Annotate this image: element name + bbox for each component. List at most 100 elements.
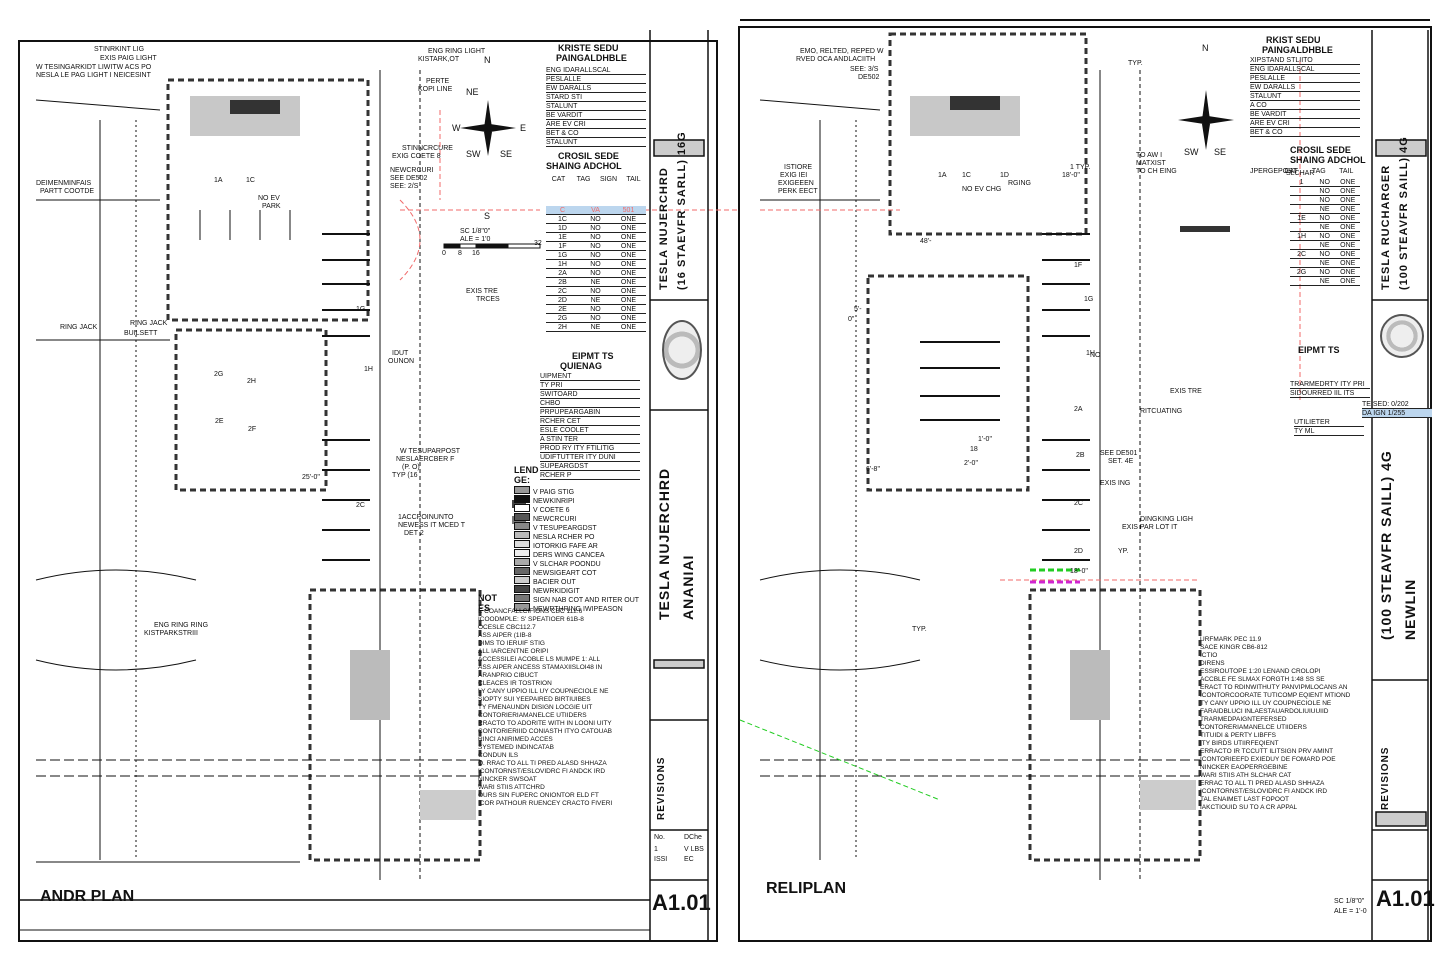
- legend-swatch: [514, 549, 530, 557]
- legend-swatch: [514, 603, 530, 611]
- legend-row: V TESUPEARGDST: [514, 522, 644, 532]
- legend-swatch: [514, 486, 530, 494]
- note-line: ERRAC TO ALL TI PRED ALASD SHHAZA: [1200, 780, 1325, 787]
- address-line-1: TESLA NUJERCHRD: [656, 467, 672, 620]
- schedule-cell: NO: [1319, 197, 1330, 204]
- schedule-row: SIDOURRED IIL ITS: [1290, 389, 1370, 398]
- left-plan-label: 2E: [215, 418, 224, 425]
- engineer-seal-right: [1380, 314, 1424, 358]
- schedule-row: RCHER CET: [540, 417, 640, 426]
- note-line: CONDUN ILS: [478, 752, 519, 759]
- schedule-col-header: CAT: [551, 176, 566, 183]
- legend-label: NEWSIGEART COT: [533, 570, 597, 577]
- note-line: DIRENS: [1200, 660, 1225, 667]
- left-plan-label: ENG RING LIGHT: [428, 48, 486, 55]
- schedule-cell: ONE: [1340, 242, 1356, 249]
- legend-row: BACIER OUT: [514, 576, 644, 586]
- right-plan-label: 2D: [1074, 548, 1083, 555]
- right-plan-label: 1H: [1086, 350, 1095, 357]
- schedule-row: TY ML: [1294, 427, 1364, 436]
- schedule-cell: ONE: [1340, 233, 1356, 240]
- schedule-cell: ONE: [620, 225, 637, 232]
- schedule-row: XIPSTAND STLIITO: [1250, 56, 1360, 65]
- note-line: ICTIO: [1200, 652, 1218, 659]
- schedule-row: EW DARALLS: [1250, 83, 1360, 92]
- legend-swatch: [514, 504, 530, 512]
- left-plan-label: SC 1/8"0": [460, 228, 491, 235]
- schedule-cell: ONE: [620, 270, 637, 277]
- schedule-row: PESLALLE: [1250, 74, 1360, 83]
- legend-label: NESLA RCHER PO: [533, 534, 595, 541]
- left-plan-label: NEWESS IT MCED T: [398, 522, 466, 529]
- schedule-cell: 1H: [1297, 233, 1307, 240]
- schedule-row: ENG IDARALLSCAL: [546, 66, 646, 75]
- north-arrow-right: [1178, 90, 1234, 150]
- legend-label: SIGN NAB COT AND RITER OUT: [533, 597, 640, 604]
- legend-row: IOTORKIG FAFE AR: [514, 540, 644, 550]
- legend-swatch: [514, 513, 530, 521]
- right-plan-label: 1C: [962, 172, 971, 179]
- left-plan-label: KOPI LINE: [418, 86, 453, 93]
- schedule-row: CHBO: [540, 399, 640, 408]
- address-vertical: TESLA NUJERCHRD: [656, 468, 672, 620]
- legend-label: V SLCHAR POONDU: [533, 561, 601, 568]
- charging-schedule-title-right: CROSIL SEDE: [1290, 145, 1351, 155]
- north-label: N: [484, 55, 491, 65]
- legend-row: V PAIG STIG: [514, 486, 644, 496]
- right-plan-label: YP.: [1118, 548, 1129, 555]
- note-line: ICONTORIEEFD EXIEDUY DE FOMARD POE: [1200, 756, 1336, 763]
- address-vertical-2: ANANIAI: [680, 480, 696, 620]
- address-vertical-right-2: NEWLIN: [1402, 470, 1418, 640]
- schedule-row: ESLE COOLET: [540, 426, 640, 435]
- left-plan-label: 1A: [214, 177, 223, 184]
- left-plan-label: W TESINGARKIDT LIWITW ACS PO: [36, 64, 152, 71]
- left-plan-label: RING JACK: [130, 320, 168, 327]
- schedule-cell: ONE: [1340, 215, 1356, 222]
- note-line: E COANCFALLCIFIONS CBC 112.6: [478, 608, 583, 615]
- schedule-row: RCHER P: [540, 471, 640, 480]
- legend-row: NEWRTHRING IWIPEASON: [514, 603, 644, 613]
- legend-label: NEWCRCURI: [533, 516, 577, 523]
- left-plan-label: BUILSETT: [124, 330, 158, 337]
- rev-row-no: 1: [654, 846, 658, 853]
- legend-label: V TESUPEARGDST: [533, 525, 597, 532]
- schedule-cell: 2A: [558, 270, 567, 277]
- left-plan-label: W TESUPARPOST: [400, 448, 461, 455]
- scale-0: 0: [442, 250, 446, 257]
- schedule-col-header: TAIL: [626, 176, 641, 183]
- left-plan-label: EXIS PAIG LIGHT: [100, 55, 157, 62]
- note-line: ITY BIRDS UTIIRFEQIENT: [1200, 740, 1279, 747]
- right-plan-label: ISTIORE: [784, 164, 813, 171]
- left-plan-label: KISTARK,OT: [418, 56, 460, 63]
- schedule-row: TRARMEDRTY ITY PRI: [1290, 380, 1370, 389]
- schedule-cell: ONE: [620, 315, 637, 322]
- schedule-row: ARE EV CRI: [546, 120, 646, 129]
- schedule-cell: 1D: [558, 225, 567, 232]
- schedule-cell: 2B: [558, 279, 567, 286]
- address-vertical-right: (100 STEAVFR SAILL) 4G: [1378, 450, 1394, 640]
- schedule-cell: 2C: [1297, 251, 1307, 258]
- schedule-row: BET & CO: [1250, 128, 1360, 137]
- note-line: LY CANY UPPIO ILL UY COUPNECIOLE NE: [478, 688, 609, 695]
- note-line: TRARMEDPAIGNTEFERSED: [1200, 716, 1287, 723]
- right-plan-label: EXIS ING: [1100, 480, 1131, 487]
- note-line: ESSIROUTOPE 1:20 LENAND CROLOPI: [1200, 668, 1321, 675]
- rev-row2-desc: EC: [684, 856, 694, 863]
- equipment-subtitle: QUIENAG: [560, 361, 603, 371]
- note-line: ASS AIPER ANCESS STAMAXIISLOI48 IN: [478, 664, 603, 671]
- schedule-cell: NO: [590, 315, 601, 322]
- parking-schedule-title-right: RKIST SEDU: [1266, 35, 1321, 45]
- sheet-number-left: A1.01: [652, 890, 711, 915]
- left-plan-label: (P. O): [402, 464, 420, 471]
- left-plan-label: TRCES: [476, 296, 500, 303]
- schedule-cell: 2H: [558, 324, 567, 331]
- legend-swatch: [514, 585, 530, 593]
- note-line: WARI STIIS ATH SLCHAR CAT: [1200, 772, 1292, 779]
